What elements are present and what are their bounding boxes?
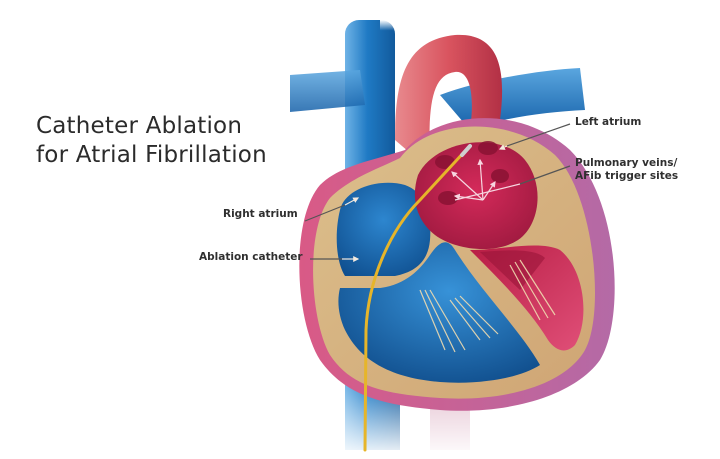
chordae-tendineae-left — [509, 259, 556, 321]
leader-lines — [304, 123, 571, 262]
title-line-1: Catheter Ablation — [36, 113, 243, 139]
label-ablation-catheter: Ablation catheter — [199, 251, 303, 264]
label-pulmonary-line-1: Pulmonary veins/ — [575, 157, 678, 169]
leader-pulmonary — [519, 165, 571, 185]
pulmonary-vein-openings — [435, 141, 509, 205]
left-atrium-chamber — [414, 142, 538, 250]
label-pulmonary-line-2: AFib trigger sites — [575, 170, 679, 182]
label-right-atrium-text: Right atrium — [223, 208, 298, 220]
label-ablation-catheter-text: Ablation catheter — [199, 251, 303, 263]
label-pulmonary-veins: Pulmonary veins/ AFib trigger sites — [575, 157, 678, 183]
catheter-tip — [460, 144, 472, 157]
label-left-atrium-text: Left atrium — [575, 116, 642, 128]
diagram-title: Catheter Ablation for Atrial Fibrillatio… — [36, 112, 267, 170]
left-ventricle-chamber — [470, 245, 584, 351]
leader-left-atrium — [506, 123, 571, 147]
label-right-atrium: Right atrium — [223, 208, 298, 221]
right-atrium-chamber — [336, 182, 431, 276]
right-ventricle-chamber — [338, 242, 540, 383]
leader-right-atrium — [304, 204, 346, 222]
ablation-catheter — [363, 148, 468, 452]
title-line-2: for Atrial Fibrillation — [36, 142, 267, 168]
chordae-tendineae-right — [419, 289, 499, 353]
label-left-atrium: Left atrium — [575, 116, 641, 129]
